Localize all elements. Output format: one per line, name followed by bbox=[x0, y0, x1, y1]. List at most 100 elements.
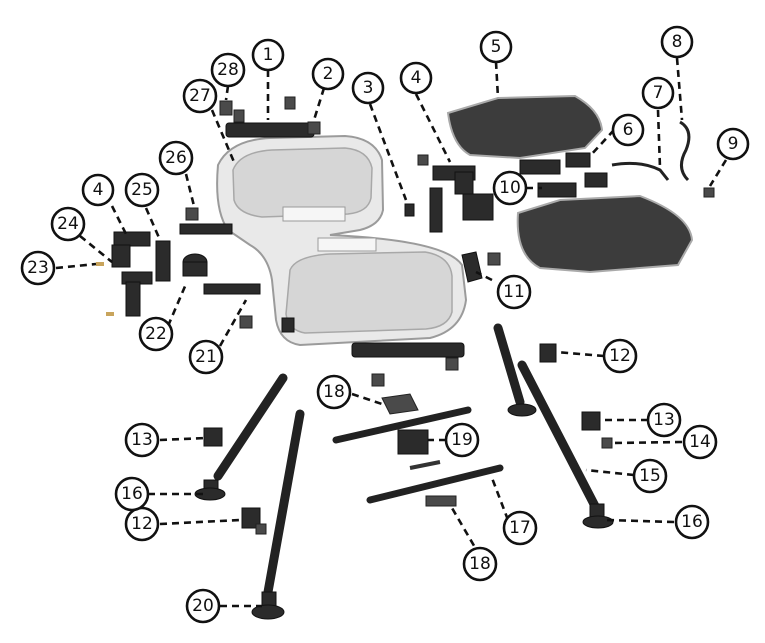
part-12-joint-left bbox=[241, 507, 261, 529]
callout-26: 26 bbox=[158, 140, 194, 176]
part-7-cable bbox=[611, 161, 670, 181]
callout-14: 14 bbox=[682, 424, 718, 460]
svg-text:24: 24 bbox=[57, 214, 79, 234]
callout-16-left: 16 bbox=[114, 476, 150, 512]
part-front-rail bbox=[351, 342, 465, 358]
svg-text:18: 18 bbox=[323, 382, 345, 402]
part-20-foot bbox=[251, 591, 285, 620]
part-leg-right-upper bbox=[493, 323, 525, 407]
callout-28: 28 bbox=[210, 52, 246, 88]
part-16-foot-right bbox=[582, 503, 614, 529]
callout-4-left: 4 bbox=[81, 173, 115, 207]
callout-21: 21 bbox=[188, 339, 224, 375]
svg-text:25: 25 bbox=[131, 180, 153, 200]
svg-text:12: 12 bbox=[609, 346, 631, 366]
callout-13-left: 13 bbox=[124, 422, 160, 458]
part-10-hinge-bottom bbox=[537, 182, 577, 198]
svg-text:21: 21 bbox=[195, 347, 217, 367]
svg-text:16: 16 bbox=[681, 512, 703, 532]
svg-text:19: 19 bbox=[451, 430, 473, 450]
svg-text:26: 26 bbox=[165, 148, 187, 168]
callout-7: 7 bbox=[641, 76, 675, 110]
part-12-joint-right bbox=[539, 343, 557, 363]
svg-text:14: 14 bbox=[689, 432, 711, 452]
callout-11: 11 bbox=[496, 274, 532, 310]
callout-18-top: 18 bbox=[316, 374, 352, 410]
svg-text:20: 20 bbox=[192, 596, 214, 616]
part-lid-panel-lower bbox=[516, 194, 694, 274]
callout-10: 10 bbox=[492, 170, 528, 206]
svg-text:3: 3 bbox=[363, 78, 374, 98]
part-18-mount-top bbox=[381, 393, 419, 415]
svg-text:1: 1 bbox=[263, 45, 274, 65]
part-16-foot-left bbox=[194, 479, 226, 501]
callout-25: 25 bbox=[124, 172, 160, 208]
svg-text:8: 8 bbox=[672, 32, 683, 52]
svg-text:28: 28 bbox=[217, 60, 239, 80]
part-4-latch-right bbox=[417, 154, 494, 233]
svg-text:9: 9 bbox=[728, 134, 739, 154]
svg-text:12: 12 bbox=[131, 514, 153, 534]
callout-3: 3 bbox=[351, 71, 385, 105]
part-26-rail bbox=[179, 223, 233, 235]
svg-text:23: 23 bbox=[27, 258, 49, 278]
part-8-cable bbox=[679, 120, 691, 182]
callout-6: 6 bbox=[611, 113, 645, 147]
svg-text:16: 16 bbox=[121, 484, 143, 504]
callout-23: 23 bbox=[20, 250, 56, 286]
callout-2: 2 bbox=[311, 57, 345, 91]
part-22-knob bbox=[182, 253, 208, 277]
svg-text:18: 18 bbox=[469, 554, 491, 574]
svg-text:10: 10 bbox=[499, 178, 521, 198]
part-13-joint-left bbox=[203, 427, 223, 447]
part-21-rail bbox=[203, 283, 261, 295]
part-13-joint-right bbox=[581, 411, 601, 431]
part-19-block bbox=[397, 429, 429, 455]
part-6-hinge bbox=[565, 152, 591, 168]
part-4-latch-left bbox=[96, 231, 153, 317]
svg-text:7: 7 bbox=[653, 83, 664, 103]
callout-27: 27 bbox=[182, 78, 218, 114]
part-9-cap bbox=[703, 187, 715, 198]
callout-8: 8 bbox=[660, 25, 694, 59]
svg-text:6: 6 bbox=[623, 120, 634, 140]
callout-4-right: 4 bbox=[399, 61, 433, 95]
callouts: 1 2 3 4 5 6 7 8 9 10 11 12 13 14 15 16 1… bbox=[20, 25, 750, 624]
part-11-lock bbox=[461, 251, 483, 283]
part-17-crossbar bbox=[366, 464, 504, 504]
svg-text:27: 27 bbox=[189, 86, 211, 106]
part-10-hinge-top bbox=[519, 159, 561, 175]
part-leg-left-upper bbox=[213, 373, 288, 481]
callout-24: 24 bbox=[50, 206, 86, 242]
svg-text:11: 11 bbox=[503, 282, 525, 302]
svg-text:4: 4 bbox=[93, 180, 104, 200]
callout-1: 1 bbox=[251, 38, 285, 72]
part-1-top-rail bbox=[225, 122, 315, 138]
callout-20: 20 bbox=[185, 588, 221, 624]
svg-text:13: 13 bbox=[653, 410, 675, 430]
svg-text:15: 15 bbox=[639, 466, 661, 486]
part-2-bracket bbox=[307, 121, 321, 135]
part-leg-left-long bbox=[263, 409, 305, 597]
callout-12-right: 12 bbox=[602, 338, 638, 374]
part-26-clip bbox=[185, 207, 199, 221]
svg-text:5: 5 bbox=[491, 37, 502, 57]
parts bbox=[96, 94, 715, 620]
svg-text:4: 4 bbox=[411, 68, 422, 88]
callout-19: 19 bbox=[444, 422, 480, 458]
part-14-cap bbox=[601, 437, 613, 449]
part-28-bracket bbox=[219, 100, 233, 116]
part-18-bracket-bottom bbox=[425, 495, 457, 507]
callout-16-right: 16 bbox=[674, 504, 710, 540]
part-15-leg bbox=[517, 360, 601, 513]
callout-9: 9 bbox=[716, 127, 750, 161]
part-19-crossbar bbox=[332, 406, 472, 444]
svg-text:17: 17 bbox=[509, 518, 531, 538]
callout-17: 17 bbox=[502, 510, 538, 546]
callout-5: 5 bbox=[479, 30, 513, 64]
callout-12-left: 12 bbox=[124, 506, 160, 542]
main-shell bbox=[216, 134, 468, 347]
callout-15: 15 bbox=[632, 458, 668, 494]
